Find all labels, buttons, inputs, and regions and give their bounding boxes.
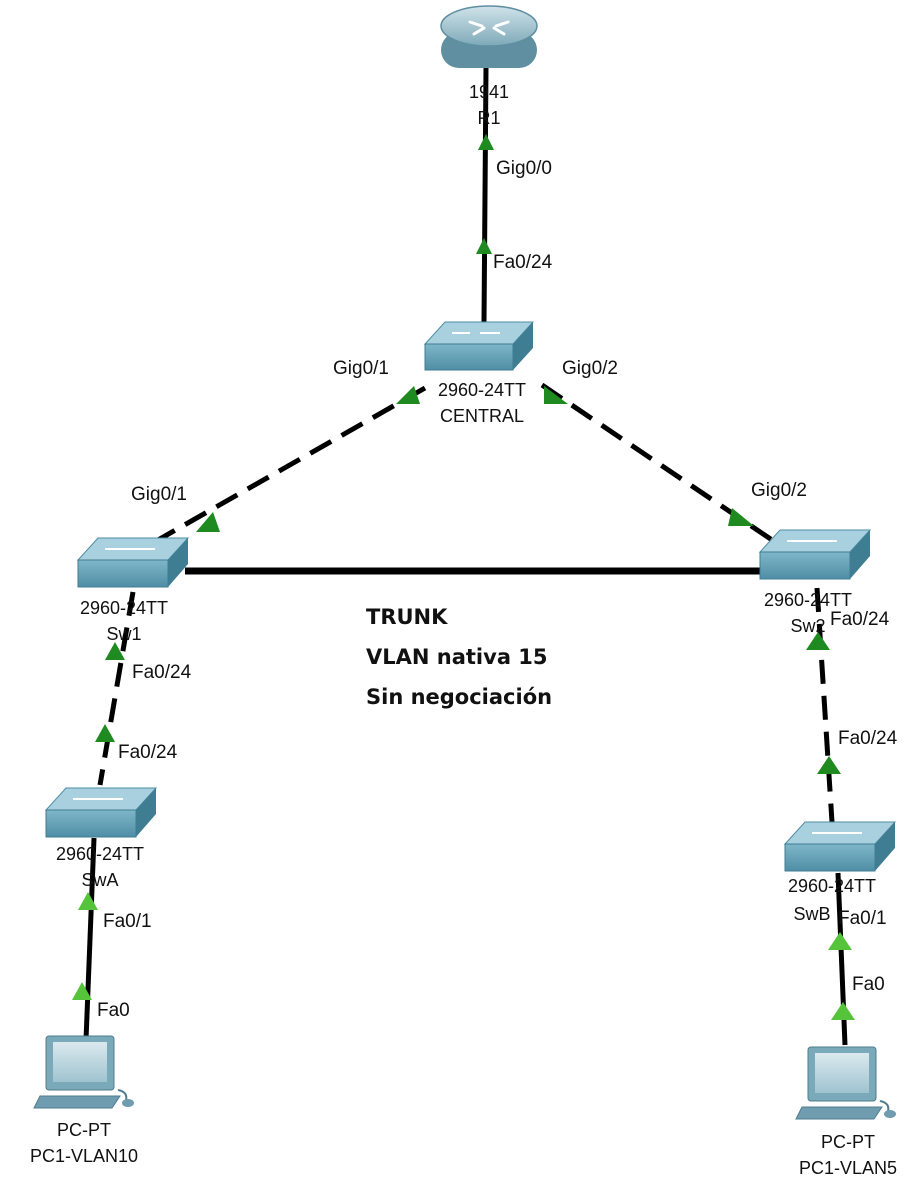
switch-swa[interactable] (44, 787, 158, 838)
pc-icon (795, 1046, 896, 1120)
status-up-icon (828, 932, 852, 950)
port-label: Fa0/1 (103, 911, 152, 932)
switch-sw2[interactable] (758, 529, 872, 580)
port-label: Fa0/24 (118, 742, 178, 763)
switch-sw1[interactable] (76, 537, 190, 588)
central-name-label: CENTRAL (440, 406, 524, 426)
link-sw1-swa[interactable] (97, 591, 136, 786)
port-label: Fa0/24 (830, 609, 890, 630)
annotation-line-2: VLAN nativa 15 (366, 645, 548, 669)
pc-right-name-label: PC1-VLAN5 (799, 1158, 897, 1178)
port-label: Fa0/1 (838, 908, 887, 929)
link-central-sw1[interactable] (156, 385, 427, 543)
router-model-label: 1941 (469, 82, 509, 102)
router-icon (440, 5, 538, 68)
port-label: Fa0 (852, 974, 885, 995)
status-up-icon (196, 512, 220, 532)
port-label: Gig0/2 (751, 480, 807, 501)
port-label: Fa0/24 (493, 252, 553, 273)
annotation-line-1: TRUNK (366, 605, 448, 629)
swa-name-label: SwA (81, 870, 118, 890)
sw1-model-label: 2960-24TT (80, 598, 168, 618)
swb-model-label: 2960-24TT (788, 876, 876, 896)
swa-model-label: 2960-24TT (56, 844, 144, 864)
pc-right-model-label: PC-PT (821, 1132, 875, 1152)
status-up-icon (831, 1002, 855, 1020)
switch-icon (783, 821, 897, 872)
link-swa-pc[interactable] (83, 837, 97, 1041)
port-label: Gig0/0 (496, 158, 552, 179)
status-up-icon (396, 386, 420, 404)
pc-right[interactable] (795, 1046, 896, 1120)
status-up-icon (544, 386, 568, 404)
port-label: Gig0/2 (562, 358, 618, 379)
pc-left-name-label: PC1-VLAN10 (30, 1146, 138, 1166)
annotation-line-3: Sin negociación (366, 685, 552, 709)
switch-icon (76, 537, 190, 588)
port-label: Fa0/24 (838, 728, 898, 749)
status-up-icon (806, 632, 830, 650)
sw2-name-label: Sw2 (790, 616, 825, 636)
status-up-icon (478, 134, 494, 150)
switch-central[interactable] (423, 321, 535, 371)
sw2-model-label: 2960-24TT (764, 590, 852, 610)
switch-icon (758, 529, 872, 580)
pc-left[interactable] (33, 1035, 134, 1109)
status-up-icon (728, 508, 754, 526)
central-model-label: 2960-24TT (438, 380, 526, 400)
swb-name-label: SwB (793, 904, 830, 924)
pc-icon (33, 1035, 134, 1109)
status-up-icon (95, 724, 115, 742)
switch-swb[interactable] (783, 821, 897, 872)
status-up-icon (78, 892, 98, 910)
trunk-annotation: TRUNK VLAN nativa 15 Sin negociación (366, 605, 552, 709)
port-label: Fa0 (97, 1000, 130, 1021)
link-sw2-swb[interactable] (814, 587, 835, 823)
switch-icon (44, 787, 158, 838)
switch-icon (423, 321, 535, 371)
link-status-indicators (72, 134, 855, 1020)
links (83, 67, 848, 1046)
status-up-icon (817, 756, 841, 774)
port-label: Gig0/1 (333, 358, 389, 379)
port-label: Fa0/24 (132, 662, 192, 683)
port-label: Gig0/1 (131, 484, 187, 505)
status-up-icon (105, 642, 125, 660)
router-r1[interactable] (440, 5, 538, 68)
status-up-icon (72, 982, 92, 1000)
pc-left-model-label: PC-PT (57, 1120, 111, 1140)
sw1-name-label: Sw1 (106, 624, 141, 644)
router-name-label: R1 (477, 108, 500, 128)
status-up-icon (476, 238, 492, 254)
link-r1-central[interactable] (481, 67, 489, 323)
